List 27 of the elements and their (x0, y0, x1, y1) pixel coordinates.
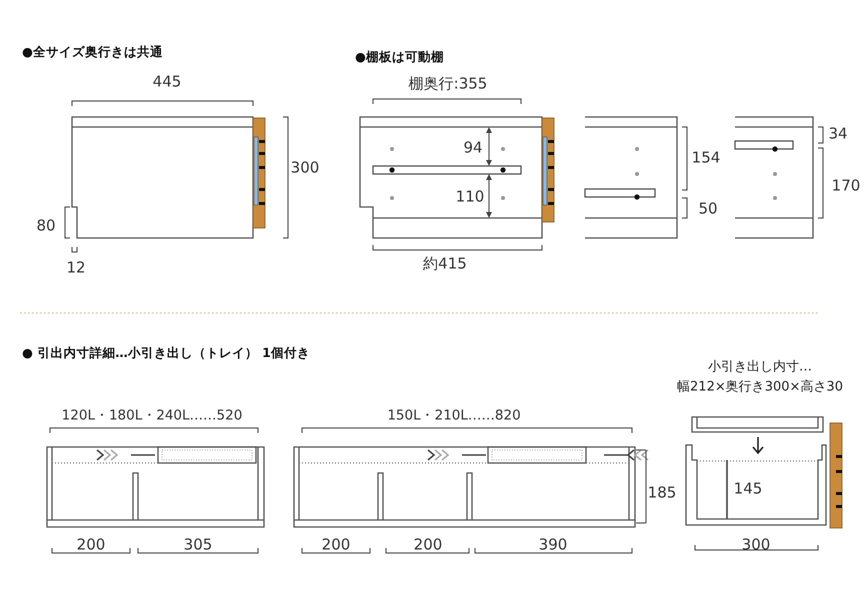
dimension-label: 12 (66, 260, 86, 276)
dimension-label: 185 (648, 486, 676, 500)
dimension-label: 390 (538, 538, 568, 552)
dimension-label: 120L・180L・240L……520 (62, 409, 242, 423)
dimension-label: 94 (463, 140, 483, 156)
dimension-label: 445 (152, 74, 182, 90)
section-heading: ● 引出内寸詳細…小引き出し（トレイ） 1個付き (22, 346, 310, 360)
dimension-label: 200 (322, 538, 350, 552)
dimension-label: 約415 (423, 256, 467, 272)
section-heading: ●全サイズ奥行きは共通 (22, 46, 163, 58)
dimension-label: 305 (184, 538, 212, 552)
dimension-label: 50 (698, 202, 718, 216)
dimension-label: 34 (828, 126, 848, 142)
dimension-label: 154 (692, 150, 720, 166)
note-text: 小引き出し内寸… (708, 360, 812, 374)
dimension-label: 棚奥行:355 (408, 76, 488, 92)
section-heading: ●棚板は可動棚 (355, 50, 444, 64)
dimension-label: 170 (832, 178, 860, 194)
dimension-label: 150L・210L……820 (387, 409, 521, 423)
dimension-label: 110 (456, 190, 484, 204)
dimension-label: 300 (290, 160, 320, 176)
dimension-label: 200 (414, 538, 442, 552)
dimension-label: 300 (742, 538, 770, 552)
dimension-label: 200 (76, 538, 106, 552)
dimension-label: 80 (36, 218, 56, 234)
dimension-label: 145 (734, 482, 762, 496)
note-text: 幅212×奥行き300×高さ30 (677, 380, 843, 394)
